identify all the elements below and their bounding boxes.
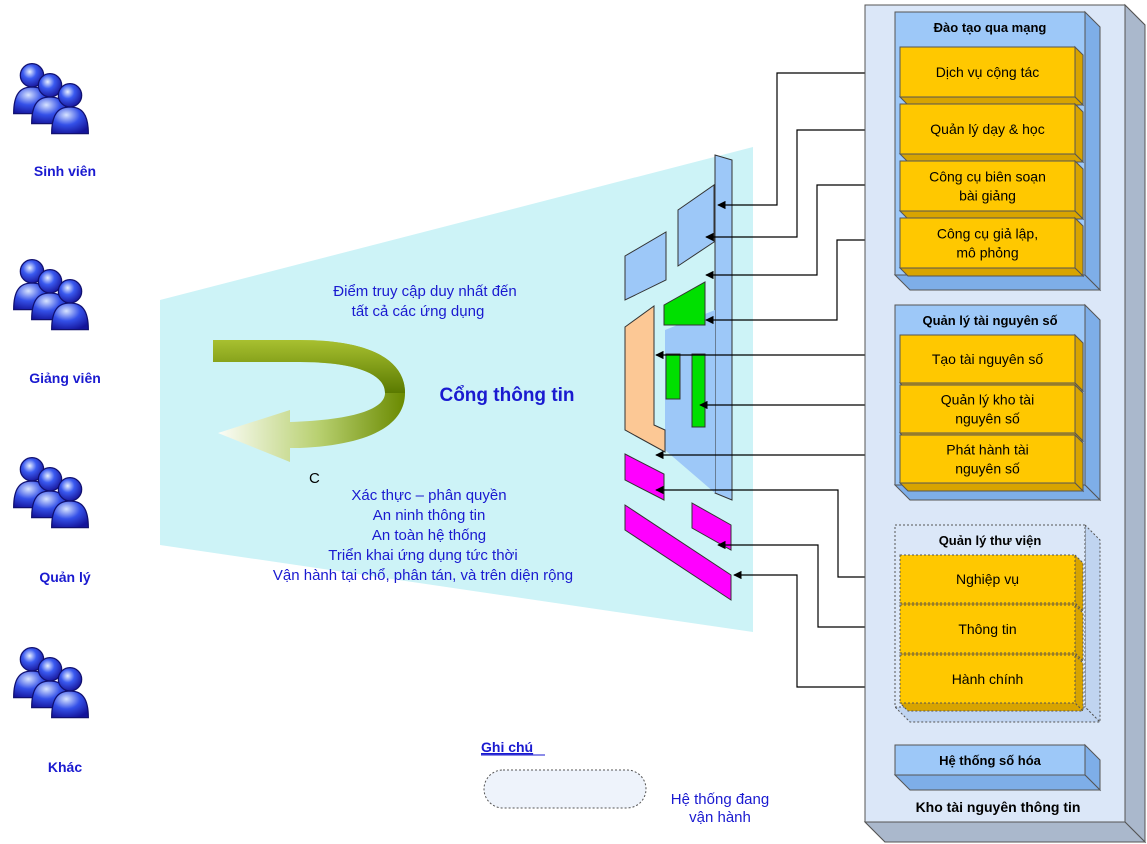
feature-line: Vận hành tại chổ, phân tán, và trên diện… [273, 567, 573, 584]
repository-item-label: Quản lý dạy & học [930, 121, 1044, 137]
repository-item-label: Phát hành tài [946, 442, 1029, 458]
repository-item-label: Quản lý kho tài [941, 392, 1034, 408]
access-point-line2: tất cả các ứng dụng [352, 303, 485, 320]
repository-item-label: nguyên số [955, 411, 1020, 427]
user-group-giang-vien[interactable]: Giảng viên [12, 258, 101, 386]
block-green-2 [665, 353, 681, 400]
user-group-sinh-vien[interactable]: Sinh viên [12, 62, 96, 179]
repository-item[interactable]: Công cụ giả lập, mô phỏng [898, 216, 1085, 278]
portal-funnel [160, 147, 753, 632]
legend-line2: vận hành [689, 809, 751, 826]
block-magenta-3 [624, 504, 732, 601]
feature-line: An ninh thông tin [373, 507, 486, 524]
block-magenta-2 [691, 502, 732, 551]
block-blue-2 [677, 184, 715, 267]
repository-item-label: bài giảng [959, 188, 1016, 204]
portal-components [624, 154, 733, 601]
repository-item-label: Hành chính [952, 671, 1024, 687]
block-green-1 [663, 281, 706, 326]
legend-line1: Hệ thống đang [671, 791, 769, 808]
group-title: Quản lý tài nguyên số [922, 313, 1057, 328]
feature-line: Triển khai ứng dụng tức thời [328, 547, 517, 564]
user-group-khac[interactable]: Khác [12, 646, 90, 775]
repository-item[interactable]: Công cụ biên soạn bài giảng [898, 159, 1085, 221]
user-group-quan-ly[interactable]: Quản lý [12, 456, 91, 585]
feature-line: An toàn hệ thống [372, 527, 486, 544]
repository-item-label: Tạo tài nguyên số [932, 351, 1044, 367]
user-label: Khác [48, 759, 82, 775]
repository-item-label: Công cụ giả lập, [937, 226, 1038, 242]
block-peach [624, 305, 666, 453]
block-magenta-1 [624, 453, 665, 501]
repository-item-label: Công cụ biên soạn [929, 169, 1046, 185]
block-green-3 [691, 353, 706, 428]
repository-item-label: Nghiệp vụ [956, 571, 1019, 587]
feature-line: Xác thực – phân quyền [351, 487, 506, 504]
user-label: Quản lý [39, 569, 91, 585]
repository-title: Kho tài nguyên thông tin [916, 799, 1081, 815]
repository-item[interactable]: Quản lý dạy & học [898, 102, 1085, 164]
repository-item[interactable]: Thông tin [898, 603, 1085, 663]
repository-item-label: nguyên số [955, 461, 1020, 477]
group-title: Đào tạo qua mạng [934, 20, 1047, 35]
group-so-hoa: Hệ thống số hóa [893, 743, 1102, 792]
user-label: Sinh viên [34, 163, 96, 179]
block-blue-1 [624, 231, 667, 301]
access-point-line1: Điểm truy cập duy nhất đến [333, 283, 516, 300]
user-label: Giảng viên [29, 370, 101, 386]
legend-swatch [483, 769, 647, 809]
repository-item[interactable]: Hành chính [898, 653, 1085, 713]
users-icon [12, 646, 90, 719]
users-icon [12, 258, 90, 331]
group-title: Quản lý thư viện [939, 533, 1042, 548]
repository-item-label: mô phỏng [956, 245, 1018, 261]
portal-title: Cổng thông tin [439, 385, 574, 406]
repository-item[interactable]: Tạo tài nguyên số [898, 333, 1085, 393]
portal-main-block [714, 154, 733, 501]
users-icon [12, 62, 90, 135]
users-icon [12, 456, 90, 529]
repository-item[interactable]: Quản lý kho tài nguyên số [898, 383, 1085, 443]
group-title: Hệ thống số hóa [939, 753, 1042, 768]
circular-arrow-icon [213, 340, 405, 462]
legend-title: Ghi chú [481, 739, 533, 755]
repository-item-label: Dịch vụ cộng tác [936, 64, 1040, 80]
repository-item[interactable]: Nghiệp vụ [898, 553, 1085, 613]
repository-item-label: Thông tin [958, 621, 1016, 637]
connectors [655, 72, 898, 688]
legend: Ghi chú Hệ thống đang vận hành [481, 739, 769, 826]
portal-marker: C [309, 470, 320, 487]
repository-item[interactable]: Dịch vụ cộng tác [898, 45, 1085, 107]
repository-item[interactable]: Phát hành tài nguyên số [898, 433, 1085, 493]
